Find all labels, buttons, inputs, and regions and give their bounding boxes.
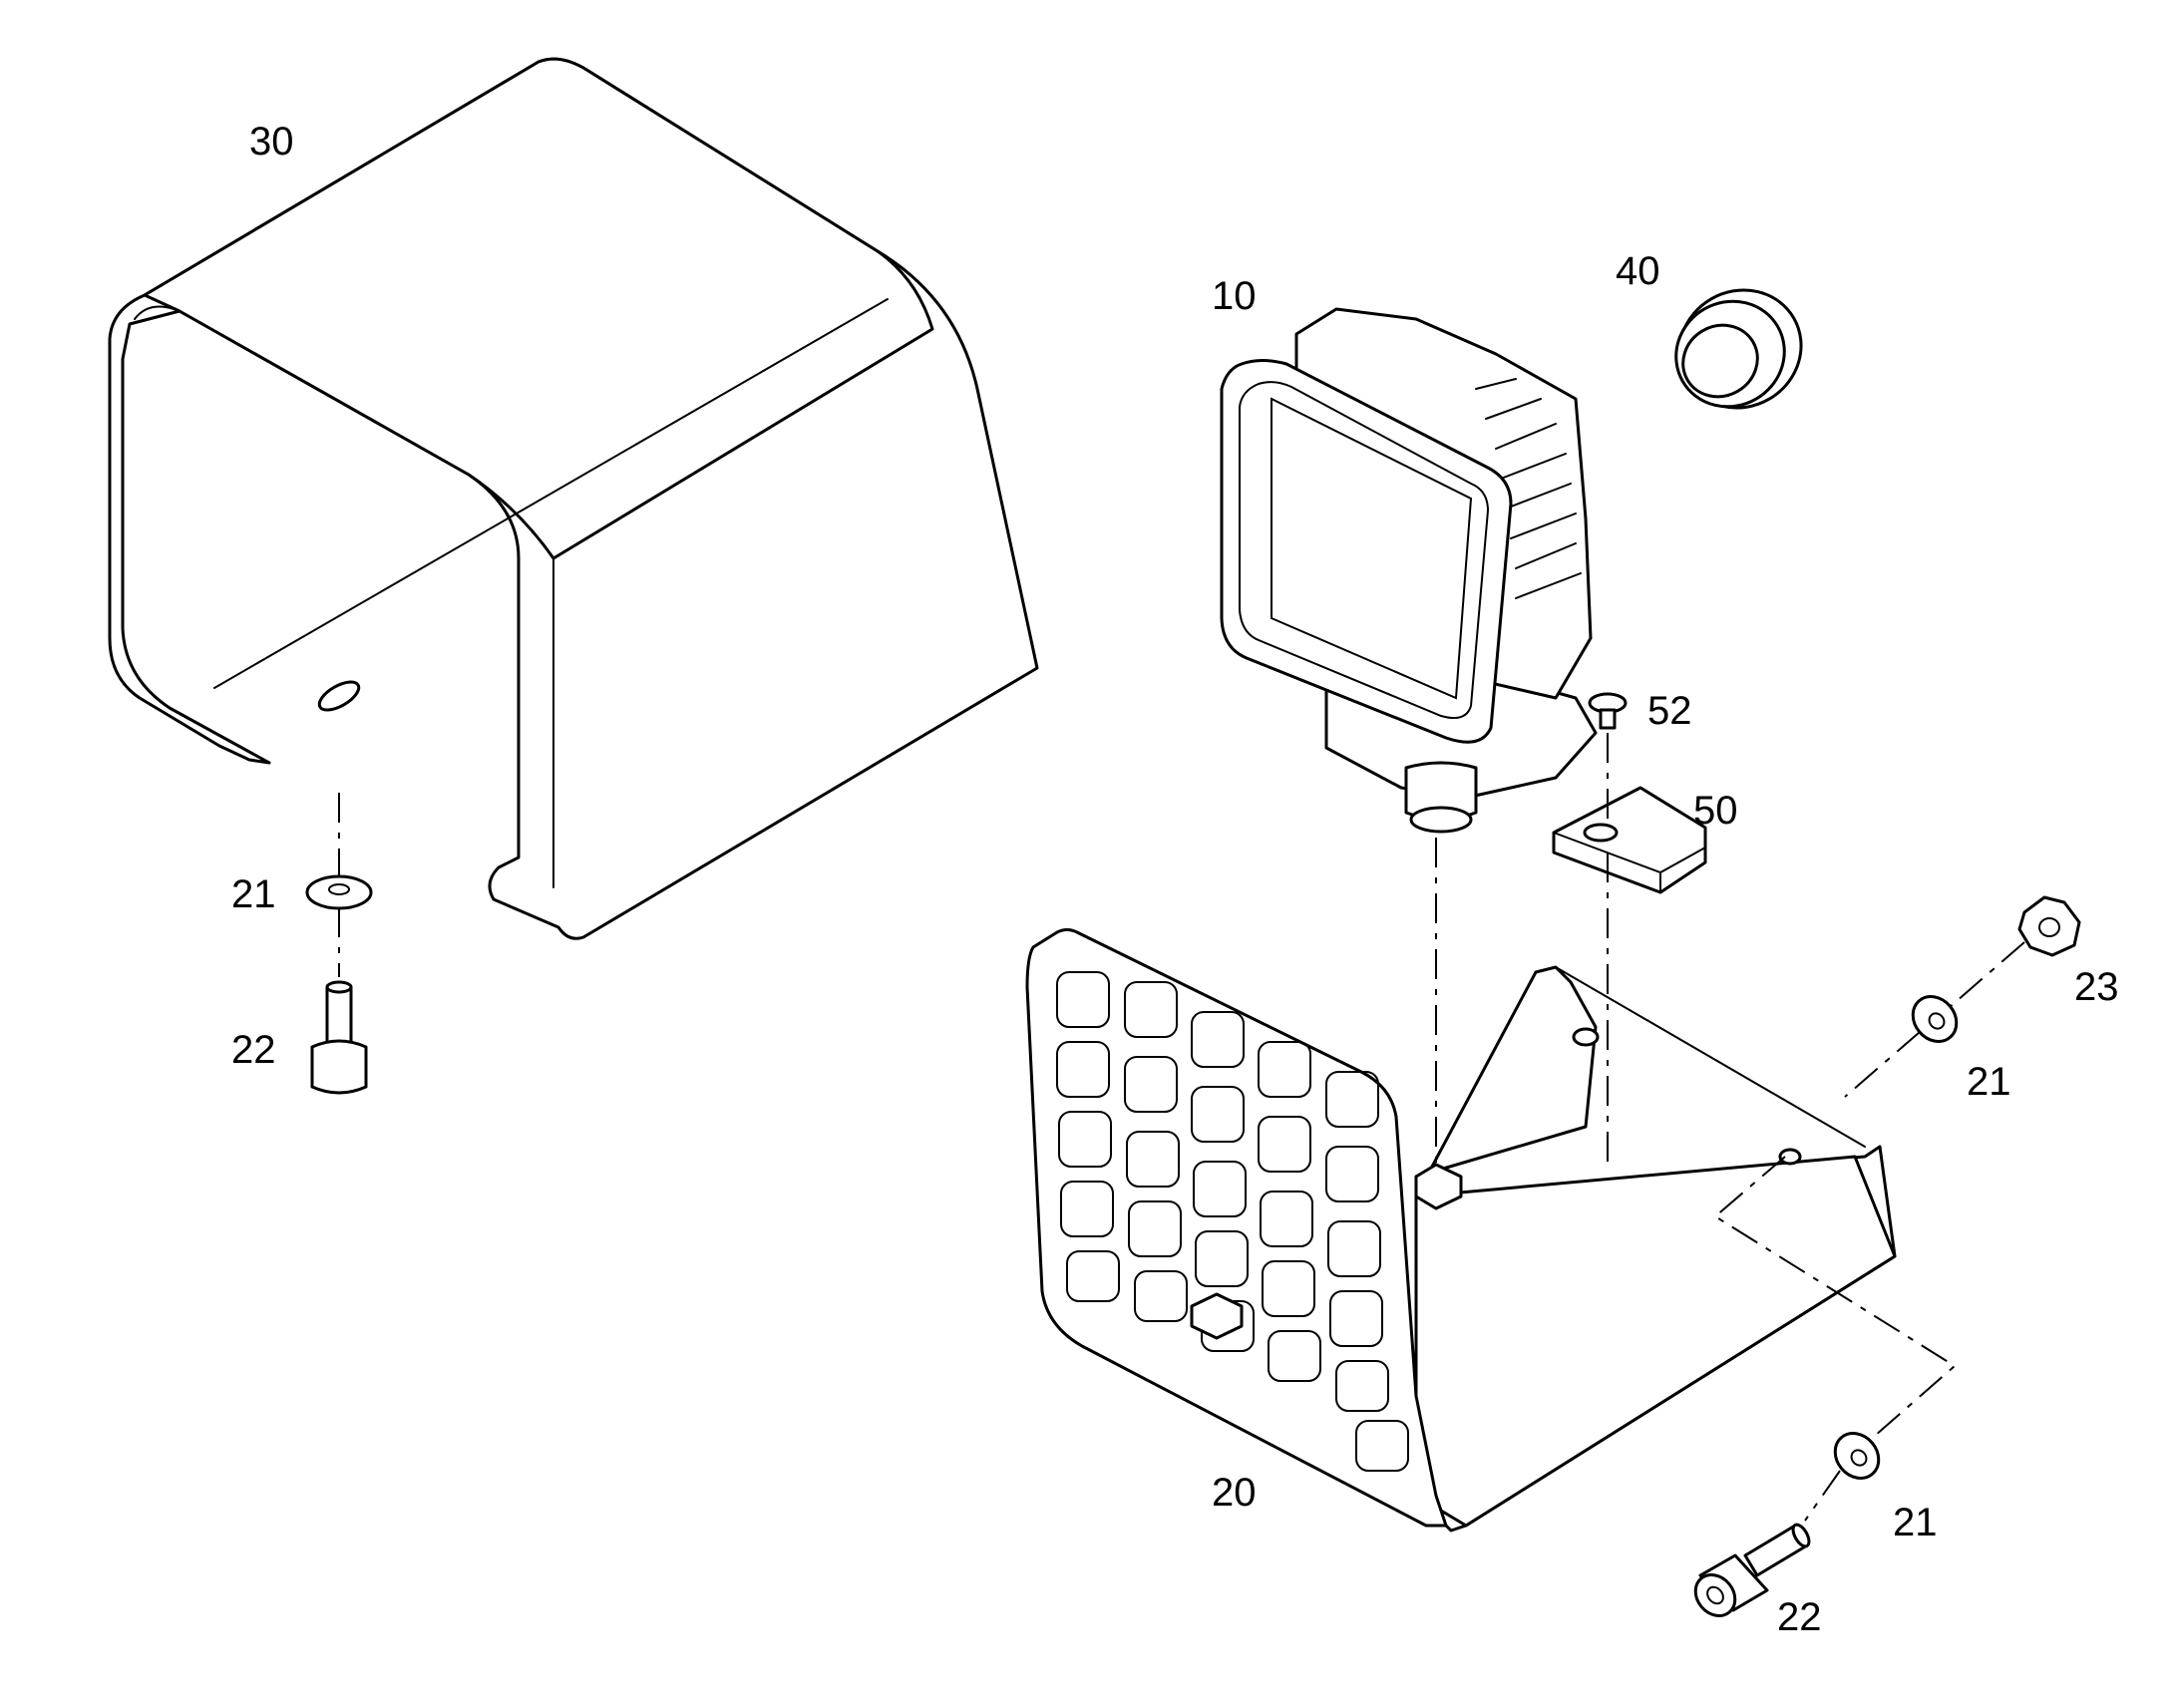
part-10-work-lamp bbox=[1220, 307, 1598, 834]
lamp-cooling-fins bbox=[1475, 378, 1582, 599]
part-22-bolt-left bbox=[310, 980, 368, 1095]
callout-52: 52 bbox=[1647, 689, 1692, 733]
callout-23: 23 bbox=[2074, 965, 2119, 1009]
callout-30: 30 bbox=[249, 120, 294, 164]
part-30-protective-hood bbox=[108, 57, 1039, 940]
part-22-bolt-right bbox=[1693, 1523, 1811, 1617]
callout-22-left: 22 bbox=[231, 1028, 276, 1072]
part-50-clip bbox=[1552, 786, 1707, 894]
callout-21-left: 21 bbox=[231, 872, 276, 916]
callout-21-right-upper: 21 bbox=[1967, 1060, 2011, 1104]
callout-10: 10 bbox=[1212, 274, 1257, 318]
part-21-washer-right-lower bbox=[1833, 1432, 1881, 1480]
callout-20: 20 bbox=[1212, 1471, 1257, 1515]
callout-50: 50 bbox=[1693, 789, 1738, 833]
part-23-nut bbox=[2017, 895, 2081, 957]
callout-21-right-lower: 21 bbox=[1893, 1501, 1938, 1544]
part-21-washer-left bbox=[305, 874, 373, 910]
callout-labels: 30 10 40 52 50 21 22 23 21 20 21 22 bbox=[231, 120, 2119, 1639]
assembly-lines bbox=[338, 733, 2025, 1522]
callout-40: 40 bbox=[1616, 249, 1660, 293]
part-40-grommet bbox=[1674, 288, 1803, 410]
part-21-washer-right-upper bbox=[1911, 995, 1959, 1043]
bracket-grille-openings bbox=[1056, 971, 1409, 1472]
callout-22-right: 22 bbox=[1777, 1595, 1822, 1639]
part-52-screw bbox=[1588, 692, 1628, 730]
part-20-mounting-bracket bbox=[1025, 928, 1897, 1533]
